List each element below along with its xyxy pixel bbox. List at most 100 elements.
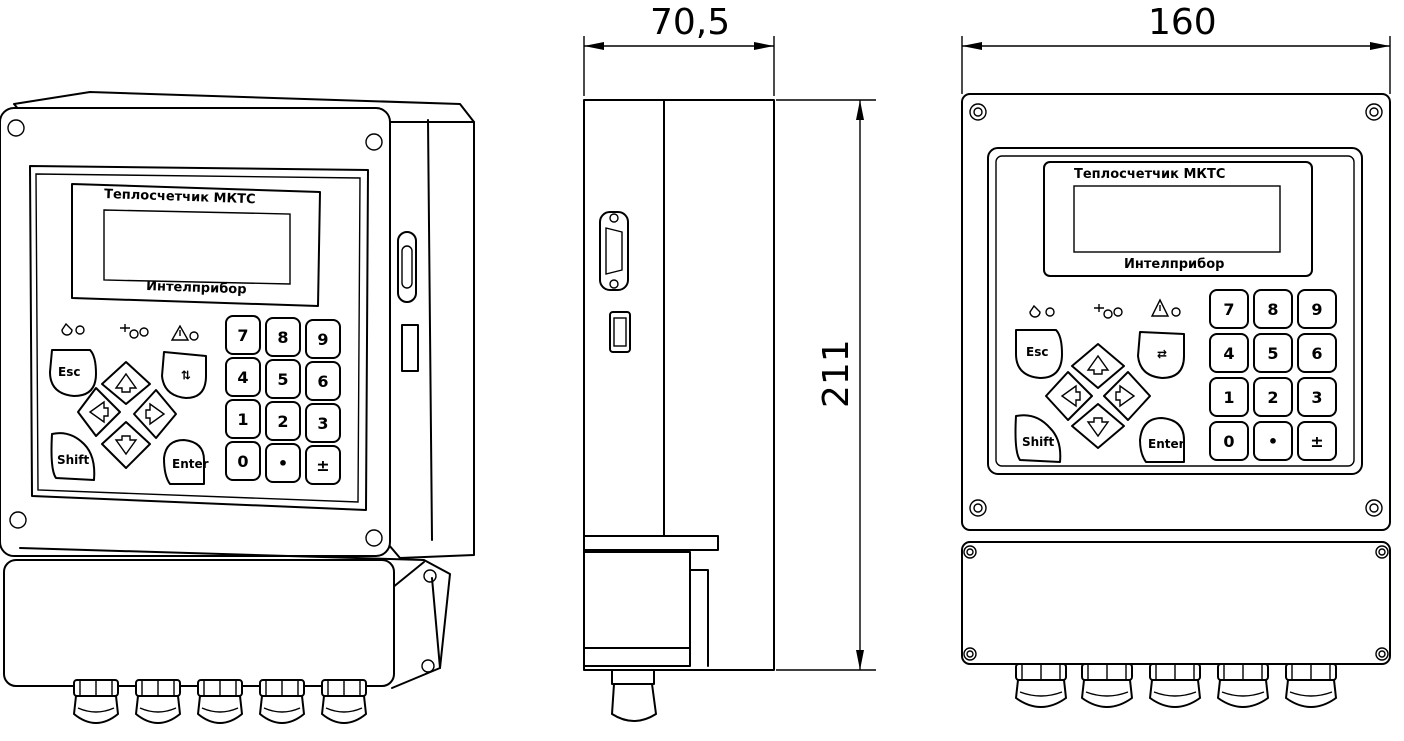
side-housing [583,99,775,671]
svg-text:7: 7 [1223,300,1234,319]
flow-indicator-icon [120,324,149,339]
svg-text:9: 9 [317,330,328,349]
front-right-arrow-button[interactable] [1103,371,1151,421]
svg-text:2: 2 [277,412,288,431]
side-lid-edge [583,535,719,551]
svg-text:•: • [1268,432,1278,451]
height-dimension: 211 [776,99,876,671]
front-shift-button[interactable]: Shift [1014,414,1062,463]
iso-left-arrow-button[interactable] [77,387,121,437]
cable-gland [135,679,181,724]
svg-text:0: 0 [1223,432,1234,451]
key-dot[interactable]: • [1253,421,1293,461]
key-4[interactable]: 4 [1209,333,1249,373]
iso-cable-glands [73,679,367,724]
svg-text:4: 4 [237,368,248,387]
cable-gland [197,679,243,724]
front-esc-button[interactable]: Esc [1015,329,1063,379]
alarm-indicator-icon [170,324,199,341]
front-display-frame [1043,161,1313,277]
key-3[interactable]: 3 [1297,377,1337,417]
svg-text:7: 7 [237,326,248,345]
cable-gland [1217,663,1269,708]
key-1[interactable]: 1 [225,399,261,439]
key-dot[interactable]: • [265,443,301,483]
key-2[interactable]: 2 [265,401,301,441]
svg-text:•: • [278,454,288,473]
iso-down-arrow-button[interactable] [101,421,151,469]
svg-text:8: 8 [277,328,288,347]
svg-text:Enter: Enter [1148,437,1185,451]
key-sign[interactable]: ± [1297,421,1337,461]
svg-text:1: 1 [1223,388,1234,407]
front-terminal-box [961,541,1391,665]
key-0[interactable]: 0 [225,441,261,481]
svg-text:Esc: Esc [1026,345,1048,359]
side-slot [401,324,419,372]
front-up-arrow-button[interactable] [1071,343,1125,389]
cable-gland [321,679,367,724]
db9-connector-icon [599,211,629,291]
iso-menu-button[interactable]: ⇄ [161,351,207,399]
width-label: 160 [1148,2,1217,43]
key-2[interactable]: 2 [1253,377,1293,417]
svg-text:±: ± [1310,432,1323,451]
usb-port-icon [609,311,631,353]
svg-text:3: 3 [317,414,328,433]
svg-text:4: 4 [1223,344,1234,363]
key-7[interactable]: 7 [225,315,261,355]
width-dimension: 160 [961,2,1391,94]
iso-terminal-box [3,559,395,687]
key-5[interactable]: 5 [1253,333,1293,373]
key-9[interactable]: 9 [1297,289,1337,329]
svg-text:⇄: ⇄ [1157,347,1167,361]
iso-title: Теплосчетчик МКТС [104,187,256,207]
key-6[interactable]: 6 [1297,333,1337,373]
svg-text:Esc: Esc [58,365,80,379]
front-menu-button[interactable]: ⇄ [1137,331,1185,379]
key-5[interactable]: 5 [265,359,301,399]
key-6[interactable]: 6 [305,361,341,401]
front-cable-glands [1015,663,1337,708]
svg-text:±: ± [316,456,329,475]
key-9[interactable]: 9 [305,319,341,359]
key-sign[interactable]: ± [305,445,341,485]
iso-up-arrow-button[interactable] [101,361,151,405]
front-alarm-indicator-icon [1150,298,1181,317]
height-label: 211 [816,339,857,408]
svg-text:6: 6 [1311,344,1322,363]
front-down-arrow-button[interactable] [1071,403,1125,449]
front-left-arrow-button[interactable] [1045,371,1093,421]
svg-text:5: 5 [1267,344,1278,363]
cable-gland [1015,663,1067,708]
svg-text:2: 2 [1267,388,1278,407]
cable-gland [259,679,305,724]
iso-enter-button[interactable]: Enter [163,439,209,485]
key-7[interactable]: 7 [1209,289,1249,329]
front-enter-button[interactable]: Enter [1139,417,1185,463]
front-view: Теплосчетчик МКТС Интелприбор Esc ⇄ Shif… [961,93,1391,708]
iso-shift-button[interactable]: Shift [50,432,96,481]
cable-gland [1149,663,1201,708]
key-8[interactable]: 8 [1253,289,1293,329]
svg-text:3: 3 [1311,388,1322,407]
key-1[interactable]: 1 [1209,377,1249,417]
iso-right-arrow-button[interactable] [133,389,177,439]
front-flow-indicator-icon [1094,304,1123,319]
svg-text:0: 0 [237,452,248,471]
front-power-indicator-icon [1029,304,1055,318]
side-view [583,99,775,722]
svg-text:⇄: ⇄ [179,370,193,380]
front-title: Теплосчетчик МКТС [1074,167,1225,182]
svg-text:8: 8 [1267,300,1278,319]
iso-esc-button[interactable]: Esc [49,349,97,397]
key-8[interactable]: 8 [265,317,301,357]
key-0[interactable]: 0 [1209,421,1249,461]
key-4[interactable]: 4 [225,357,261,397]
svg-text:5: 5 [277,370,288,389]
front-maker: Интелприбор [1124,257,1224,272]
cable-gland [1081,663,1133,708]
key-3[interactable]: 3 [305,403,341,443]
